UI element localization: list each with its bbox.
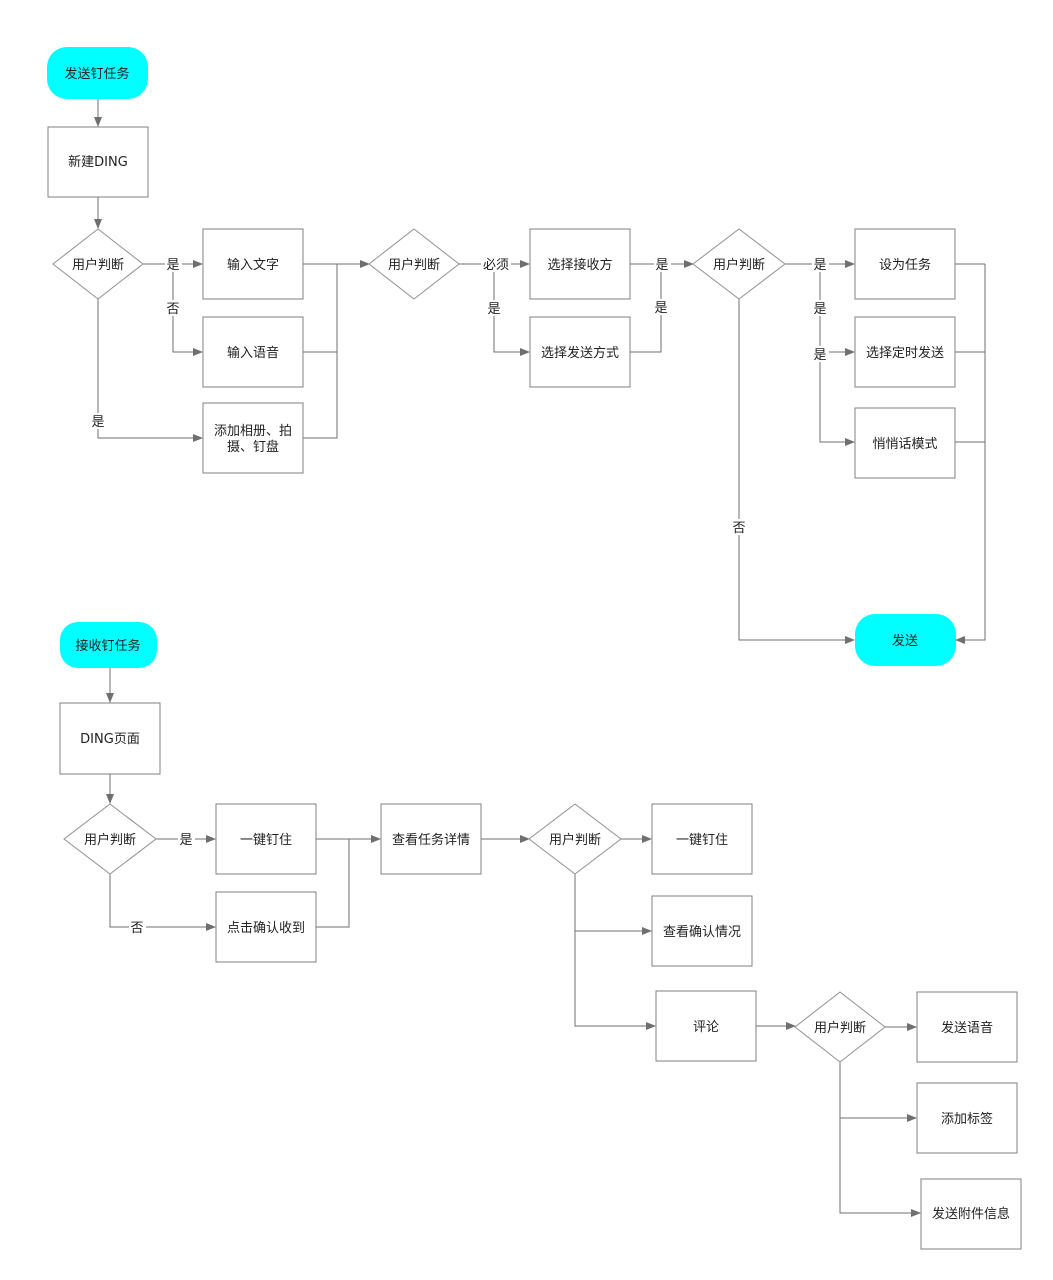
decision-judge-b: 用户判断 (368, 228, 460, 300)
edge-judge-f-to-attachment (839, 1118, 921, 1217)
node-new-ding-label: 新建DING (68, 154, 128, 170)
nodes-bottom: 接收钉任务 DING页面 用户判断 一键钉住 点击确认收到 查看任务详情 用户判… (59, 622, 1022, 1250)
node-view-details-label: 查看任务详情 (392, 832, 470, 848)
node-whisper-mode: 悄悄话模式 (854, 407, 956, 479)
node-add-tag-label: 添加标签 (941, 1111, 993, 1127)
node-ding-page-label: DING页面 (80, 732, 140, 747)
label-a-yes-media: 是 (91, 415, 104, 430)
edge-judge-b-to-method (493, 264, 530, 356)
decision-judge-c: 用户判断 (692, 228, 786, 300)
label-receiver-yes: 是 (655, 258, 668, 273)
decision-judge-f: 用户判断 (794, 991, 886, 1063)
label-a-yes-text: 是 (166, 258, 179, 273)
node-one-click-pin-b-label: 一键钉住 (676, 833, 728, 848)
node-input-text: 输入文字 (202, 228, 304, 300)
label-c-yes-task: 是 (813, 258, 826, 273)
edge-judge-e-to-view (574, 874, 652, 935)
edge-judge-c-no-to-send (738, 299, 855, 644)
node-receive-task: 接收钉任务 (60, 622, 157, 668)
node-set-task: 设为任务 (854, 228, 956, 300)
node-send-attachment-label: 发送附件信息 (932, 1206, 1010, 1222)
decision-judge-d-label: 用户判断 (84, 832, 136, 848)
node-confirm-receipt: 点击确认收到 (215, 891, 317, 963)
node-send-voice-label: 发送语音 (941, 1020, 993, 1036)
edge-merge-to-details (316, 839, 380, 928)
decision-judge-a-label: 用户判断 (72, 257, 124, 273)
decision-judge-e-label: 用户判断 (549, 832, 601, 848)
node-one-click-pin-a-label: 一键钉住 (240, 833, 292, 848)
node-send-attachment: 发送附件信息 (920, 1178, 1022, 1250)
node-whisper-mode-label: 悄悄话模式 (872, 437, 937, 452)
node-one-click-pin-a: 一键钉住 (215, 803, 317, 875)
node-view-confirm: 查看确认情况 (651, 895, 753, 967)
node-input-voice: 输入语音 (202, 316, 304, 388)
edges-bottom (106, 668, 921, 1217)
node-set-task-label: 设为任务 (879, 257, 931, 273)
node-send-task-label: 发送钉任务 (64, 66, 129, 82)
edge-method-join (630, 264, 662, 353)
label-d-yes: 是 (179, 833, 192, 848)
node-view-details: 查看任务详情 (380, 803, 482, 875)
node-comment-label: 评论 (693, 1020, 719, 1035)
node-send-voice: 发送语音 (916, 991, 1018, 1063)
node-send: 发送 (855, 614, 956, 666)
node-select-receiver: 选择接收方 (529, 228, 631, 300)
node-send-task: 发送钉任务 (47, 47, 148, 99)
nodes-top: 发送钉任务 新建DING 用户判断 输入文字 输入语音 添加相册、拍 摄、钉盘 … (47, 47, 956, 666)
decision-judge-c-label: 用户判断 (713, 257, 765, 273)
node-add-tag: 添加标签 (916, 1082, 1018, 1154)
edge-options-to-send (955, 263, 986, 640)
edge-judge-e-to-comment (574, 931, 656, 1030)
decision-judge-d: 用户判断 (63, 803, 157, 875)
decision-judge-a: 用户判断 (52, 228, 144, 300)
node-comment: 评论 (655, 990, 757, 1062)
node-confirm-receipt-label: 点击确认收到 (227, 921, 305, 936)
edge-judge-a-to-media (97, 299, 203, 442)
label-d-no: 否 (130, 921, 143, 936)
node-input-voice-label: 输入语音 (227, 345, 279, 361)
label-b-yes-method: 是 (487, 302, 500, 317)
node-receive-task-label: 接收钉任务 (75, 638, 140, 654)
edge-judge-f-to-tag (839, 1062, 917, 1122)
node-add-media-label-1: 添加相册、拍 (214, 424, 292, 439)
edge-judge-d-to-confirm (109, 874, 216, 931)
label-a-no-voice: 否 (166, 302, 179, 317)
node-timed-send-label: 选择定时发送 (866, 345, 944, 361)
decision-judge-f-label: 用户判断 (814, 1020, 866, 1036)
decision-judge-e: 用户判断 (528, 803, 622, 875)
edge-merge-to-judge-b (303, 264, 369, 439)
label-c-yes-timed: 是 (813, 302, 826, 317)
node-input-text-label: 输入文字 (227, 257, 279, 273)
node-select-method: 选择发送方式 (529, 316, 631, 388)
decision-judge-b-label: 用户判断 (388, 257, 440, 273)
node-select-method-label: 选择发送方式 (541, 345, 619, 361)
edge-judge-c-to-whisper (819, 352, 855, 446)
node-send-label: 发送 (892, 633, 918, 649)
label-c-no: 否 (732, 521, 745, 536)
label-b-required: 必须 (483, 258, 509, 273)
node-timed-send: 选择定时发送 (854, 316, 956, 388)
node-view-confirm-label: 查看确认情况 (663, 924, 741, 940)
node-new-ding: 新建DING (47, 126, 149, 198)
node-add-media-label-2: 摄、钉盘 (227, 439, 279, 455)
node-one-click-pin-b: 一键钉住 (651, 803, 753, 875)
label-c-yes-whisper: 是 (813, 348, 826, 363)
node-add-media: 添加相册、拍 摄、钉盘 (202, 402, 304, 474)
node-select-receiver-label: 选择接收方 (547, 257, 612, 273)
edge-judge-a-to-voice (172, 264, 203, 356)
edge-labels: 是 否 是 必须 是 是 是 是 是 是 否 是 否 (90, 256, 829, 936)
label-method-yes: 是 (654, 301, 667, 316)
node-ding-page: DING页面 (59, 702, 161, 775)
